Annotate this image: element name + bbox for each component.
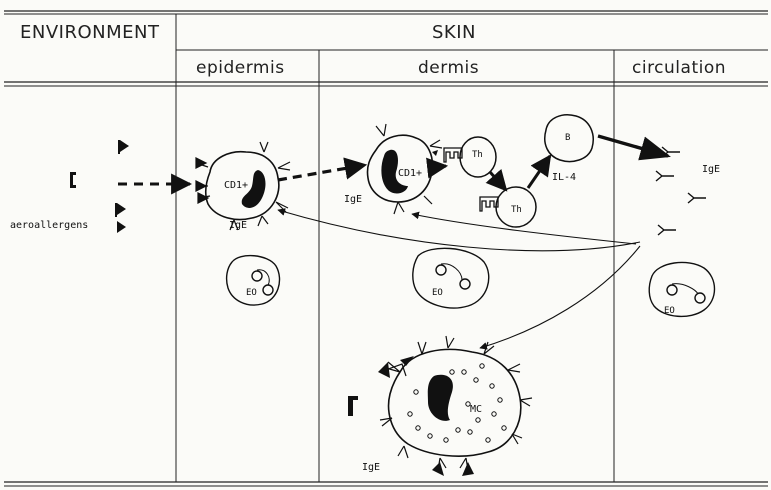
table-frame xyxy=(4,10,768,487)
activation-arrows xyxy=(426,134,671,192)
label-aeroallergens: aeroallergens xyxy=(10,220,89,231)
th-cell-top xyxy=(443,136,497,178)
label-eo-dermis: EO xyxy=(432,288,443,298)
ige-distribution-arrows xyxy=(277,208,641,350)
circulating-ige xyxy=(655,146,706,236)
label-ige-epidermis: IgE xyxy=(229,220,248,231)
header-skin: SKIN xyxy=(432,22,477,43)
migration-dashed-arrow xyxy=(277,157,368,182)
mast-cell xyxy=(348,335,533,476)
label-ige-dermis: IgE xyxy=(344,194,363,205)
langerhans-cell-epidermis xyxy=(195,141,291,231)
label-il4: IL-4 xyxy=(552,172,577,183)
eosinophil-epidermis xyxy=(225,255,281,306)
label-eo-circulation: EO xyxy=(664,306,675,316)
label-th-top: Th xyxy=(472,150,483,160)
label-th-bottom: Th xyxy=(511,205,522,215)
label-b-cell: B xyxy=(565,133,571,143)
header-epidermis: epidermis xyxy=(196,58,285,78)
label-cd1-epidermis: CD1+ xyxy=(224,180,249,191)
label-ige-circulation: IgE xyxy=(702,164,721,175)
th-cell-bottom xyxy=(479,186,537,228)
label-mc: MC xyxy=(470,404,483,415)
aeroallergen-particles xyxy=(70,140,129,233)
b-cell xyxy=(544,114,594,163)
label-cd1-dermis: CD1+ xyxy=(398,168,423,179)
header-environment: ENVIRONMENT xyxy=(20,22,160,43)
label-ige-mast: IgE xyxy=(362,462,381,473)
langerhans-cell-dermis xyxy=(366,123,443,215)
eosinophil-dermis xyxy=(412,247,490,309)
header-dermis: dermis xyxy=(418,58,480,78)
header-circulation: circulation xyxy=(632,58,727,78)
label-eo-epidermis: EO xyxy=(246,288,257,298)
eosinophil-circulation xyxy=(648,261,716,317)
